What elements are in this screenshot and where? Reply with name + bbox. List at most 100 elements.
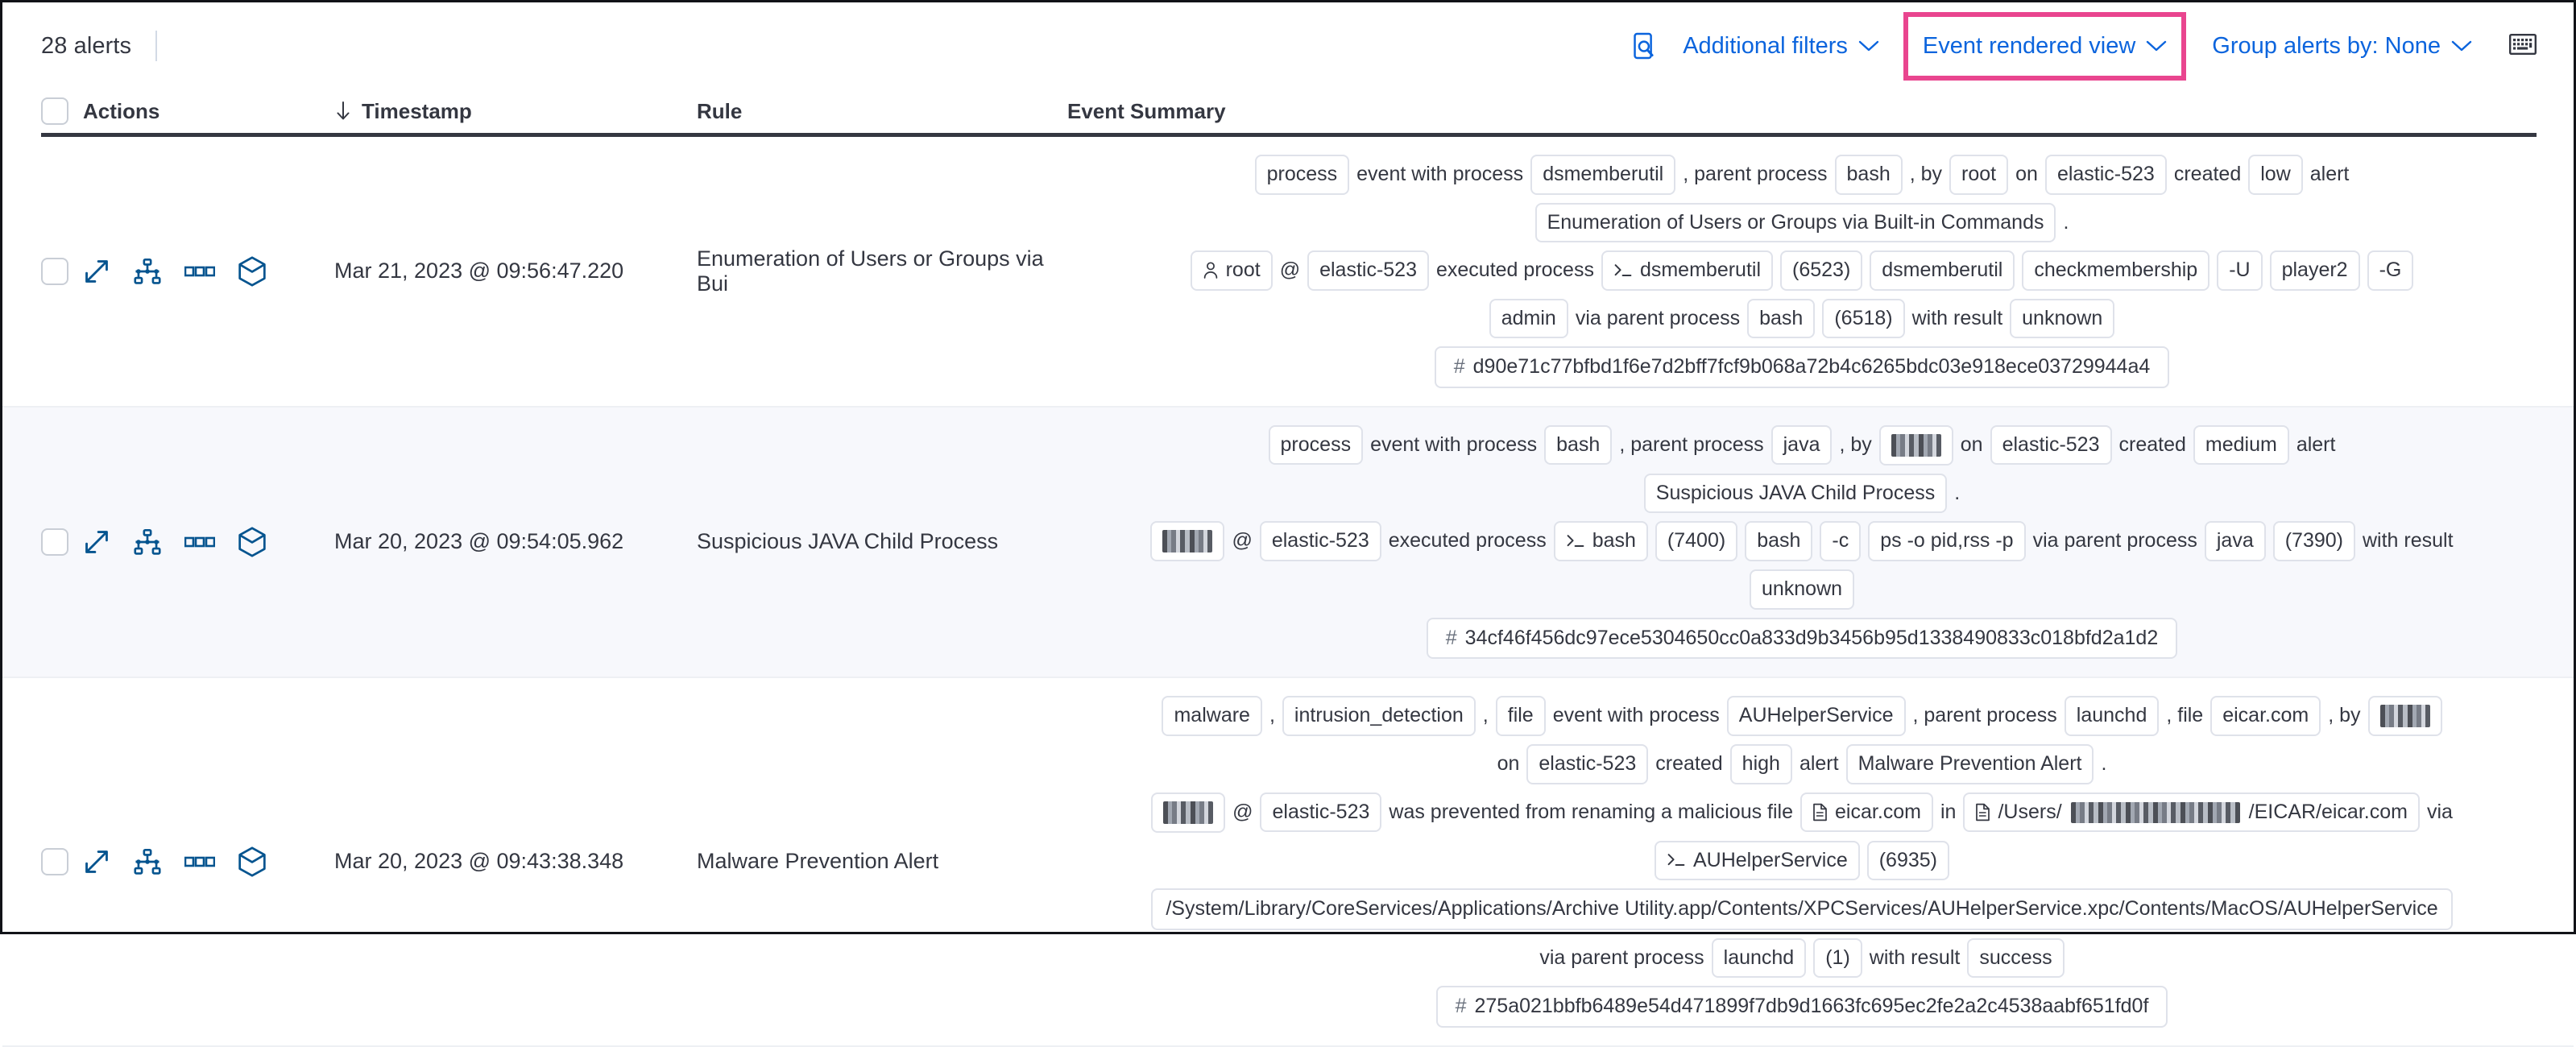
chevron-down-icon [1858,39,1879,52]
summary-chip[interactable]: elastic-523 [1259,521,1381,561]
summary-chip[interactable]: Enumeration of Users or Groups via Built… [1534,202,2056,242]
summary-chip[interactable]: launchd [1711,937,1807,978]
summary-chip[interactable]: bash [1745,521,1813,561]
summary-chip-process[interactable]: dsmemberutil [1601,250,1774,291]
summary-chip[interactable]: high [1729,744,1792,784]
inspect-icon[interactable] [1631,31,1659,60]
summary-chip-process[interactable]: bash [1553,521,1648,561]
column-header-event-summary[interactable]: Event Summary [1067,99,2574,124]
summary-chip[interactable]: (6935) [1866,840,1949,880]
summary-chip[interactable]: -G [2367,250,2414,291]
table-row[interactable]: Mar 20, 2023 @ 09:43:38.348 Malware Prev… [2,678,2574,1047]
summary-chip[interactable]: elastic-523 [1307,250,1429,291]
summary-chip-hash[interactable]: #275a021bbfb6489e54d471899f7db9d1663fc69… [1435,986,2168,1028]
session-view-icon[interactable] [238,527,267,557]
summary-chip[interactable]: dsmemberutil [1530,155,1676,195]
group-alerts-by-button[interactable]: Group alerts by: None [2212,28,2472,64]
summary-chip[interactable]: root [1949,155,2009,195]
summary-chip-process[interactable]: AUHelperService [1654,840,1860,880]
more-actions-icon[interactable] [184,265,215,278]
summary-chip-redacted-user[interactable] [1151,792,1226,833]
more-actions-icon[interactable] [184,855,215,868]
summary-chip-file[interactable]: eicar.com [1800,792,1933,833]
additional-filters-button[interactable]: Additional filters [1683,28,1879,64]
column-header-actions[interactable]: Actions [83,99,334,124]
summary-chip-hash[interactable]: #d90e71c77bfbd1f6e7d2bff7fcf9b068a72b4c6… [1434,346,2170,388]
analyzer-icon[interactable] [133,258,162,285]
column-header-rule-label: Rule [697,98,743,123]
select-all-checkbox[interactable] [41,97,68,125]
analyzer-icon[interactable] [133,528,162,556]
summary-chip[interactable]: admin [1489,298,1568,338]
column-header-timestamp[interactable]: Timestamp [334,99,697,124]
summary-chip[interactable]: elastic-523 [1990,424,2112,466]
summary-text: executed process [1436,259,1594,281]
summary-chip[interactable]: player2 [2269,250,2360,291]
summary-chip[interactable]: elastic-523 [2044,155,2167,195]
summary-chip[interactable]: unknown [2010,298,2115,338]
summary-chip[interactable]: -c [1820,521,1862,561]
more-actions-icon[interactable] [184,536,215,548]
summary-chip[interactable]: eicar.com [2210,696,2321,736]
session-view-icon[interactable] [238,256,267,287]
event-rendered-view-label: Event rendered view [1922,32,2136,59]
summary-chip[interactable]: elastic-523 [1260,792,1382,833]
column-header-actions-label: Actions [83,98,160,123]
table-row[interactable]: Mar 20, 2023 @ 09:54:05.962 Suspicious J… [2,407,2574,678]
expand-icon[interactable] [83,258,110,285]
group-alerts-by-label: Group alerts by: None [2212,32,2441,59]
summary-chip-redacted-user[interactable] [1878,424,1953,466]
summary-chip[interactable]: file [1495,696,1546,736]
row-select-checkbox[interactable] [41,528,68,556]
summary-chip[interactable]: ps -o pid,rss -p [1868,521,2026,561]
table-row[interactable]: Mar 21, 2023 @ 09:56:47.220 Enumeration … [2,137,2574,408]
summary-chip-redacted-user[interactable] [1150,521,1225,561]
summary-chip[interactable]: -U [2217,250,2263,291]
event-rendered-view-button[interactable]: Event rendered view [1923,28,2167,64]
keyboard-icon[interactable] [2509,33,2537,55]
summary-chip[interactable]: intrusion_detection [1282,696,1476,736]
analyzer-icon[interactable] [133,848,162,875]
summary-chip-user[interactable]: root [1190,250,1273,291]
session-view-icon[interactable] [238,846,267,877]
summary-chip[interactable]: (1) [1813,937,1862,978]
row-select-checkbox[interactable] [41,847,68,875]
summary-chip[interactable]: bash [1834,155,1903,195]
scroll-rail[interactable] [2563,89,2571,929]
summary-chip[interactable]: (7400) [1655,521,1738,561]
summary-chip[interactable]: checkmembership [2022,250,2210,291]
summary-chip[interactable]: bash [1747,298,1816,338]
summary-chip-file-path[interactable]: /Users//EICAR/eicar.com [1963,792,2420,833]
summary-chip[interactable]: process [1254,155,1350,195]
summary-chip[interactable]: malware [1162,696,1262,736]
summary-chip[interactable]: (6518) [1822,298,1905,338]
summary-chip[interactable]: success [1967,937,2065,978]
summary-chip[interactable]: elastic-523 [1526,744,1649,784]
row-select-checkbox[interactable] [41,257,68,285]
summary-text: , by [2328,704,2361,727]
summary-chip[interactable]: Suspicious JAVA Child Process [1643,473,1948,513]
summary-chip[interactable]: process [1268,424,1364,466]
summary-chip-redacted-user[interactable] [2367,696,2442,736]
summary-chip-executable-path[interactable]: /System/Library/CoreServices/Application… [1151,888,2453,930]
summary-text: , parent process [1912,704,2057,727]
summary-chip[interactable]: low [2248,155,2303,195]
summary-chip[interactable]: Malware Prevention Alert [1845,744,2094,784]
summary-chip[interactable]: launchd [2064,696,2160,736]
summary-chip[interactable]: bash [1544,424,1613,466]
summary-chip[interactable]: AUHelperService [1726,696,1906,736]
summary-chip[interactable]: (7390) [2272,521,2355,561]
summary-text: with result [1911,306,2003,329]
summary-chip[interactable]: dsmemberutil [1870,250,2015,291]
column-header-rule[interactable]: Rule [697,99,1067,124]
summary-chip[interactable]: unknown [1749,569,1855,610]
summary-chip[interactable]: medium [2193,424,2289,466]
expand-icon[interactable] [83,848,110,875]
summary-chip[interactable]: java [2204,521,2266,561]
summary-line: Suspicious JAVA Child Process. [1643,473,1960,513]
summary-chip[interactable]: java [1770,424,1833,466]
summary-chip[interactable]: (6523) [1780,250,1863,291]
summary-chip-hash[interactable]: #34cf46f456dc97ece5304650cc0a833d9b3456b… [1426,617,2178,659]
expand-icon[interactable] [83,528,110,556]
